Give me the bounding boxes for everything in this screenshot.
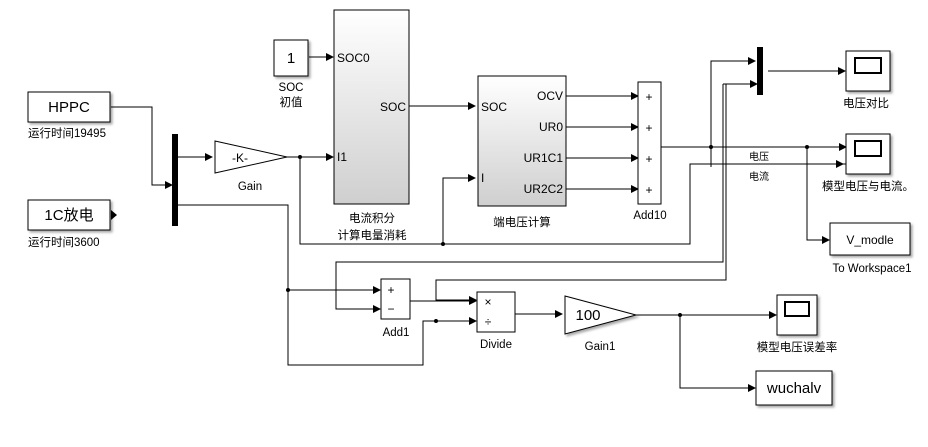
port-i1: I1 <box>337 150 347 164</box>
add1-block[interactable]: + − Add1 <box>380 278 411 339</box>
soc-initial-caption-2: 初值 <box>280 95 303 109</box>
add10-sign-4: + <box>645 183 652 197</box>
gain1-block[interactable]: 100 Gain1 <box>564 295 638 353</box>
soc-initial-value: 1 <box>287 50 295 67</box>
voltage-error-scope[interactable]: 模型电压误差率 <box>757 294 838 354</box>
gain-caption: Gain <box>238 181 262 193</box>
terminal-voltage-subsystem[interactable]: SOC I OCV UR0 UR1C1 UR2C2 端电压计算 <box>477 75 567 229</box>
mux-block[interactable] <box>172 134 178 226</box>
voltage-compare-caption: 电压对比 <box>843 96 889 110</box>
port-ur2c2: UR2C2 <box>524 182 564 196</box>
discharge-source-block[interactable]: 1C放电 运行时间3600 <box>27 199 117 249</box>
soc-initial-const-block[interactable]: 1 SOC 初值 <box>273 39 309 109</box>
discharge-caption: 运行时间3600 <box>28 236 100 249</box>
voltage-mux-block[interactable] <box>757 47 763 95</box>
divide-sign-2: ÷ <box>485 315 492 329</box>
gain-block[interactable]: -K- Gain <box>214 140 288 193</box>
add10-sign-2: + <box>645 121 652 135</box>
discharge-label: 1C放电 <box>44 207 93 224</box>
port-ocv: OCV <box>537 89 563 103</box>
divide-block[interactable]: × ÷ Divide <box>476 291 516 351</box>
add1-caption: Add1 <box>383 327 410 339</box>
add10-block[interactable]: + + + + Add10 <box>633 81 667 222</box>
add10-caption: Add10 <box>633 210 666 222</box>
soc-integral-caption-1: 电流积分 <box>349 211 395 225</box>
to-workspace-vmodle-caption: To Workspace1 <box>832 263 911 275</box>
add10-sign-1: + <box>645 90 652 104</box>
soc-initial-caption-1: SOC <box>279 82 304 94</box>
gain1-value: 100 <box>575 307 600 324</box>
voltage-error-caption: 模型电压误差率 <box>757 340 838 354</box>
terminal-voltage-caption: 端电压计算 <box>493 215 551 229</box>
to-workspace-vmodle-value: V_modle <box>846 233 894 247</box>
port-soc0: SOC0 <box>337 51 370 65</box>
to-workspace-wuchalv-value: wuchalv <box>766 380 822 397</box>
port-ur0: UR0 <box>539 120 563 134</box>
port-soc-in: SOC <box>481 100 507 114</box>
current-signal-label: 电流 <box>749 170 769 183</box>
hppc-source-block[interactable]: HPPC 运行时间19495 <box>27 91 111 140</box>
port-ur1c1: UR1C1 <box>524 151 564 165</box>
model-voltage-current-caption: 模型电压与电流。 <box>822 179 914 193</box>
add10-sign-3: + <box>645 152 652 166</box>
gain-value: -K- <box>232 151 248 165</box>
add1-sign-2: − <box>387 302 394 316</box>
soc-integral-caption-2: 计算电量消耗 <box>338 228 407 242</box>
model-voltage-current-scope[interactable]: 模型电压与电流。 <box>822 133 914 193</box>
soc-integral-subsystem[interactable]: SOC0 I1 SOC 电流积分 计算电量消耗 <box>333 9 410 242</box>
port-i-in: I <box>481 171 484 185</box>
voltage-signal-label: 电压 <box>749 150 769 163</box>
port-soc-out: SOC <box>380 100 406 114</box>
to-workspace-wuchalv-block[interactable]: wuchalv <box>755 370 833 406</box>
divide-sign-1: × <box>484 295 491 309</box>
voltage-compare-scope[interactable]: 电压对比 <box>843 50 891 110</box>
add1-sign-1: + <box>387 283 394 297</box>
signal-wires <box>111 53 847 392</box>
hppc-caption: 运行时间19495 <box>28 127 106 140</box>
to-workspace-vmodle-block[interactable]: V_modle To Workspace1 <box>829 222 912 275</box>
gain1-caption: Gain1 <box>585 341 616 353</box>
hppc-label: HPPC <box>48 99 90 116</box>
divide-caption: Divide <box>480 339 512 351</box>
